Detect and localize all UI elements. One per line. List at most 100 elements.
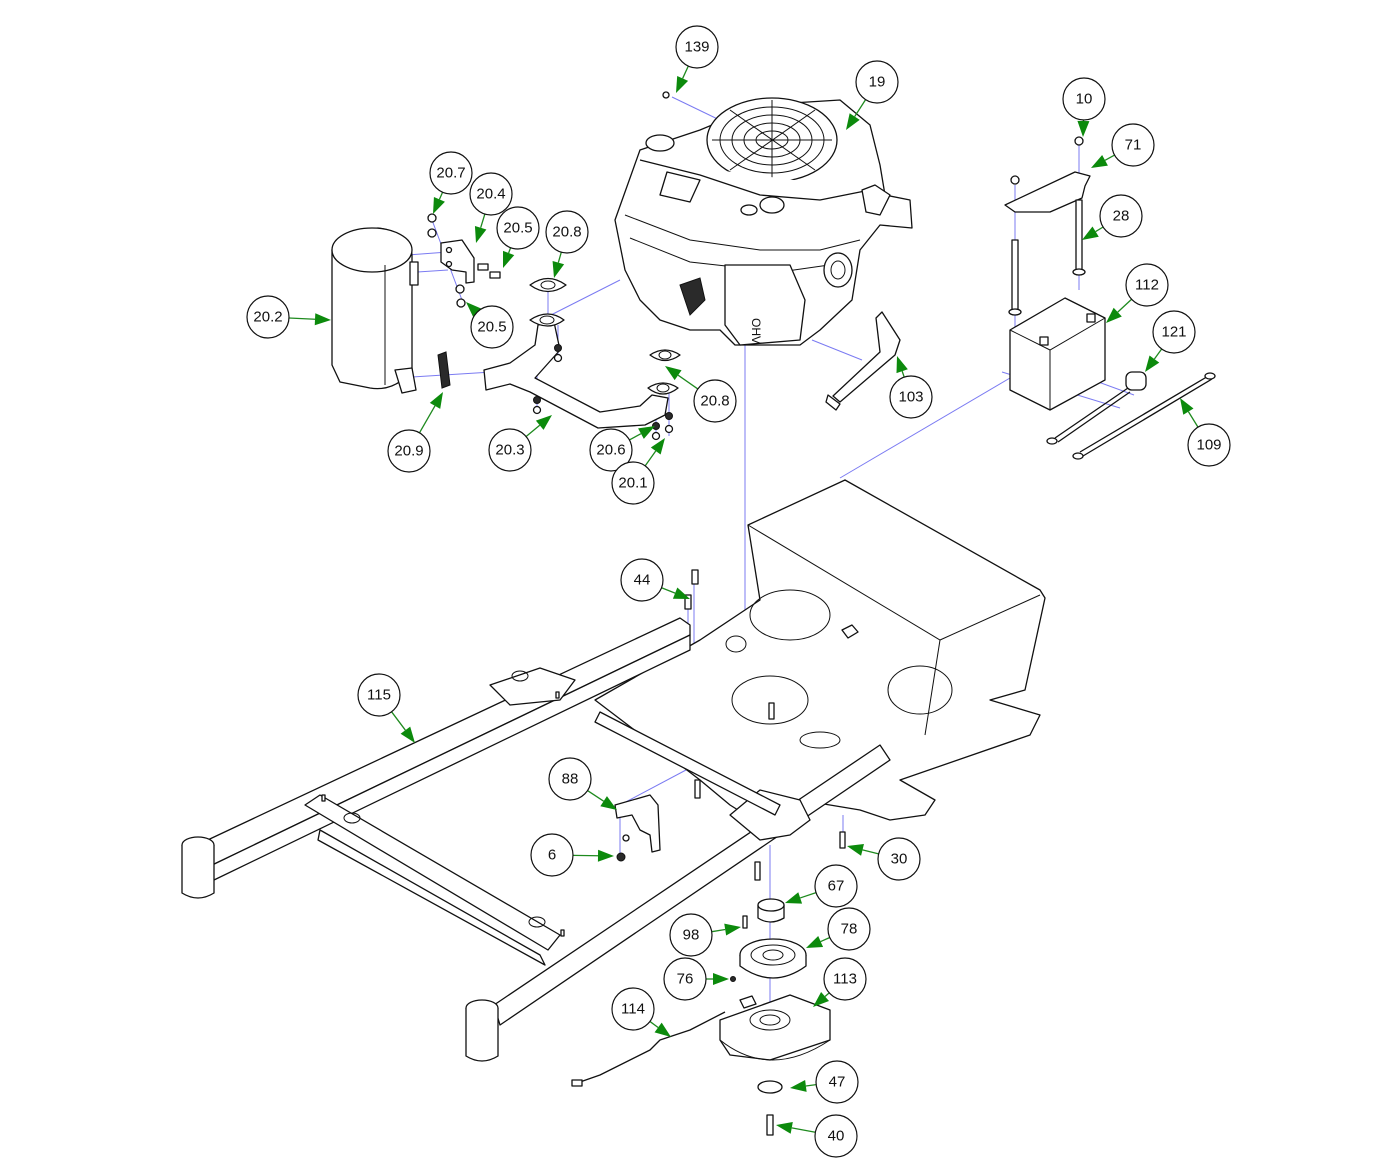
callout-label: 103 xyxy=(898,389,923,406)
callout-40[interactable]: 40 xyxy=(776,1114,858,1158)
leader-line xyxy=(1104,154,1115,161)
callout-20-5[interactable]: 20.5 xyxy=(496,206,540,268)
muffler[interactable] xyxy=(331,227,419,394)
callout-bubble[interactable] xyxy=(357,673,401,717)
callout-bubble[interactable] xyxy=(246,295,290,339)
callout-bubble[interactable] xyxy=(669,913,713,957)
callout-20-5[interactable]: 20.5 xyxy=(466,302,514,349)
leader-line xyxy=(1187,411,1199,428)
callout-bubble[interactable] xyxy=(1099,194,1143,238)
arrowhead-icon xyxy=(314,313,331,326)
callout-47[interactable]: 47 xyxy=(790,1060,859,1104)
callout-76[interactable]: 76 xyxy=(663,957,729,1001)
callout-20-9[interactable]: 20.9 xyxy=(387,392,443,473)
leader-line xyxy=(508,247,512,254)
callout-bubble[interactable] xyxy=(589,428,633,472)
callout-bubble[interactable] xyxy=(470,305,514,349)
callout-bubble[interactable] xyxy=(429,151,473,195)
leader-line xyxy=(649,1020,659,1029)
callout-bubble[interactable] xyxy=(545,210,589,254)
callout-28[interactable]: 28 xyxy=(1082,194,1143,240)
leader-line xyxy=(1153,348,1163,360)
callout-label: 109 xyxy=(1196,437,1221,454)
callout-bubble[interactable] xyxy=(611,987,655,1031)
callout-115[interactable]: 115 xyxy=(357,673,415,743)
callout-114[interactable]: 114 xyxy=(611,987,671,1037)
callout-30[interactable]: 30 xyxy=(847,837,921,881)
frame-115[interactable] xyxy=(181,617,891,1062)
arrowhead-icon xyxy=(676,75,689,93)
callout-bubble[interactable] xyxy=(823,957,867,1001)
callout-bubble[interactable] xyxy=(693,379,737,423)
callout-bubble[interactable] xyxy=(469,172,513,216)
callout-109[interactable]: 109 xyxy=(1180,398,1231,467)
callout-label: 98 xyxy=(683,927,700,944)
callout-139[interactable]: 139 xyxy=(675,25,719,93)
callout-20-6[interactable]: 20.6 xyxy=(589,426,655,472)
callout-label: 47 xyxy=(829,1074,846,1091)
arrowhead-icon xyxy=(1106,307,1122,323)
callout-20-1[interactable]: 20.1 xyxy=(611,438,665,505)
callout-113[interactable]: 113 xyxy=(813,957,867,1007)
callout-bubble[interactable] xyxy=(814,1114,858,1158)
arrowhead-icon xyxy=(600,796,617,810)
callout-bubble[interactable] xyxy=(1152,310,1196,354)
callout-bubble[interactable] xyxy=(387,429,431,473)
callout-bubble[interactable] xyxy=(827,907,871,951)
callout-bubble[interactable] xyxy=(1111,123,1155,167)
callout-78[interactable]: 78 xyxy=(806,907,871,951)
exhaust-clamp[interactable] xyxy=(437,351,451,389)
callout-bubble[interactable] xyxy=(1125,263,1169,307)
callout-bubble[interactable] xyxy=(814,864,858,908)
callout-bubble[interactable] xyxy=(620,558,664,602)
hardware-bolts[interactable] xyxy=(684,569,846,881)
callout-10[interactable]: 10 xyxy=(1062,77,1106,137)
callout-bubble[interactable] xyxy=(889,375,933,419)
callout-label: 6 xyxy=(548,847,556,864)
leader-line xyxy=(661,587,676,594)
battery-group[interactable] xyxy=(1004,136,1216,460)
clutch-group[interactable] xyxy=(571,898,831,1136)
callout-112[interactable]: 112 xyxy=(1106,263,1169,323)
callout-bubble[interactable] xyxy=(675,25,719,69)
callout-44[interactable]: 44 xyxy=(620,558,690,602)
callout-bubble[interactable] xyxy=(877,837,921,881)
callout-67[interactable]: 67 xyxy=(785,864,858,908)
callout-bubble[interactable] xyxy=(1187,423,1231,467)
callout-bubble[interactable] xyxy=(663,957,707,1001)
arrowhead-icon xyxy=(785,892,803,904)
callout-19[interactable]: 19 xyxy=(846,60,899,130)
callout-121[interactable]: 121 xyxy=(1145,310,1196,372)
callout-bubble[interactable] xyxy=(496,206,540,250)
callout-6[interactable]: 6 xyxy=(530,833,614,877)
callout-20-3[interactable]: 20.3 xyxy=(488,415,552,472)
arrowhead-icon xyxy=(1180,398,1194,415)
callout-bubble[interactable] xyxy=(530,833,574,877)
callout-98[interactable]: 98 xyxy=(669,913,741,957)
callout-103[interactable]: 103 xyxy=(889,356,933,419)
callout-20-4[interactable]: 20.4 xyxy=(469,172,513,243)
arrowhead-icon xyxy=(535,415,552,430)
exhaust-pipe[interactable] xyxy=(483,313,679,429)
callout-71[interactable]: 71 xyxy=(1091,123,1155,168)
callout-label: 10 xyxy=(1076,91,1093,108)
callout-20-8[interactable]: 20.8 xyxy=(545,210,589,278)
callout-bubble[interactable] xyxy=(855,60,899,104)
leader-line xyxy=(901,370,905,378)
exhaust-gaskets[interactable] xyxy=(529,277,681,362)
callout-bubble[interactable] xyxy=(1062,77,1106,121)
muffler-bracket[interactable] xyxy=(427,213,501,308)
engine[interactable]: OHV xyxy=(614,91,913,346)
frame-bracket-88[interactable] xyxy=(614,794,661,862)
callout-bubble[interactable] xyxy=(488,428,532,472)
callout-20-8[interactable]: 20.8 xyxy=(665,366,737,423)
hose-103[interactable] xyxy=(825,311,901,411)
callout-20-7[interactable]: 20.7 xyxy=(429,151,473,214)
callout-bubble[interactable] xyxy=(548,757,592,801)
callout-20-2[interactable]: 20.2 xyxy=(246,295,331,339)
callout-bubble[interactable] xyxy=(611,461,655,505)
callout-bubble[interactable] xyxy=(815,1060,859,1104)
exhaust-nuts[interactable] xyxy=(532,344,674,441)
callout-label: 20.1 xyxy=(618,475,647,492)
callout-88[interactable]: 88 xyxy=(548,757,617,810)
